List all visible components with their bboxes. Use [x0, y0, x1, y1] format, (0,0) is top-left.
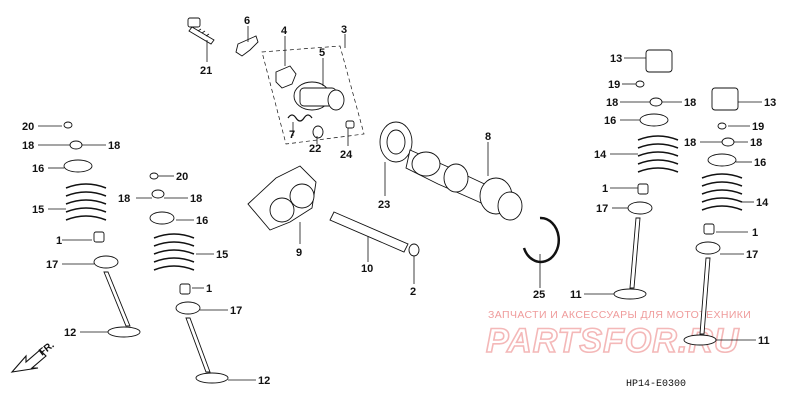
- decomp-weight-part: [293, 81, 345, 111]
- callout-label: 24: [340, 149, 353, 161]
- rocker-shaft-part: [329, 211, 409, 253]
- callout-label: 23: [378, 199, 390, 211]
- callout-label: 20: [176, 171, 188, 183]
- callout-labels: 21 6 3 4 5 7 22 24 20 18 18 16 15 1 17 1…: [22, 15, 776, 387]
- leader-lines: [38, 26, 762, 381]
- callout-label: 18: [606, 97, 618, 109]
- callout-label: 21: [200, 65, 212, 77]
- valve-stack-right-2: [683, 87, 743, 346]
- callout-label: 17: [46, 259, 58, 271]
- callout-label: 22: [309, 143, 321, 155]
- assembly-frame: [261, 45, 365, 145]
- callout-label: 5: [319, 47, 325, 59]
- decomp-arm-part: [275, 65, 297, 89]
- callout-label: 6: [244, 15, 250, 27]
- callout-label: 11: [758, 335, 770, 347]
- callout-label: 7: [289, 129, 295, 141]
- callout-label: 19: [752, 121, 764, 133]
- bearing-part: [379, 121, 413, 163]
- spring-part: [287, 114, 313, 122]
- callout-label: 16: [32, 163, 44, 175]
- callout-label: 8: [485, 131, 491, 143]
- callout-label: 13: [764, 97, 776, 109]
- callout-label: 18: [750, 137, 762, 149]
- callout-label: 16: [196, 215, 208, 227]
- o-ring-part: [408, 243, 420, 257]
- washer-part: [312, 125, 324, 139]
- rocker-arm-part: [247, 165, 317, 231]
- callout-label: 18: [684, 137, 696, 149]
- callout-label: 14: [594, 149, 607, 161]
- callout-label: 2: [410, 286, 416, 298]
- bracket-part: [235, 35, 259, 57]
- callout-label: 1: [56, 235, 62, 247]
- callout-label: 18: [190, 193, 202, 205]
- decompressor-assembly: [187, 17, 365, 145]
- camshaft-part: [405, 149, 523, 221]
- callout-label: 3: [341, 24, 347, 36]
- callout-label: 15: [32, 204, 44, 216]
- callout-label: 4: [281, 25, 288, 37]
- callout-label: 20: [22, 121, 34, 133]
- watermark-tagline: ЗАПЧАСТИ И АКСЕССУАРЫ ДЛЯ МОТОТЕХНИКИ: [488, 309, 751, 321]
- callout-label: 16: [604, 115, 616, 127]
- callout-label: 18: [118, 193, 130, 205]
- callout-label: 25: [533, 289, 545, 301]
- callout-label: 9: [296, 247, 302, 259]
- callout-label: 1: [602, 183, 608, 195]
- callout-label: 10: [361, 263, 373, 275]
- circlip-part: [522, 216, 560, 264]
- direction-arrow-icon: [10, 349, 47, 373]
- callout-label: 14: [756, 197, 769, 209]
- callout-label: 12: [258, 375, 270, 387]
- callout-label: 18: [22, 140, 34, 152]
- callout-label: 18: [108, 140, 120, 152]
- valve-stack-left-2: [149, 172, 229, 384]
- callout-label: 12: [64, 327, 76, 339]
- valve-stack-left-1: [63, 121, 141, 338]
- callout-label: 17: [746, 249, 758, 261]
- callout-label: 16: [754, 157, 766, 169]
- pin-part: [345, 120, 355, 129]
- callout-label: 11: [570, 289, 582, 301]
- callout-label: 19: [608, 79, 620, 91]
- valve-stack-right-1: [613, 49, 679, 300]
- callout-label: 13: [610, 53, 622, 65]
- callout-label: 1: [752, 227, 758, 239]
- callout-label: 15: [216, 249, 228, 261]
- callout-label: 1: [206, 283, 212, 295]
- callout-label: 18: [684, 97, 696, 109]
- watermark: ЗАПЧАСТИ И АКСЕССУАРЫ ДЛЯ МОТОТЕХНИКИ PA…: [485, 309, 751, 361]
- bolt-part: [187, 17, 215, 45]
- drawing-code: HP14-E0300: [626, 379, 686, 390]
- callout-label: 17: [596, 203, 608, 215]
- callout-label: 17: [230, 305, 242, 317]
- front-direction-indicator: FR.: [10, 340, 57, 373]
